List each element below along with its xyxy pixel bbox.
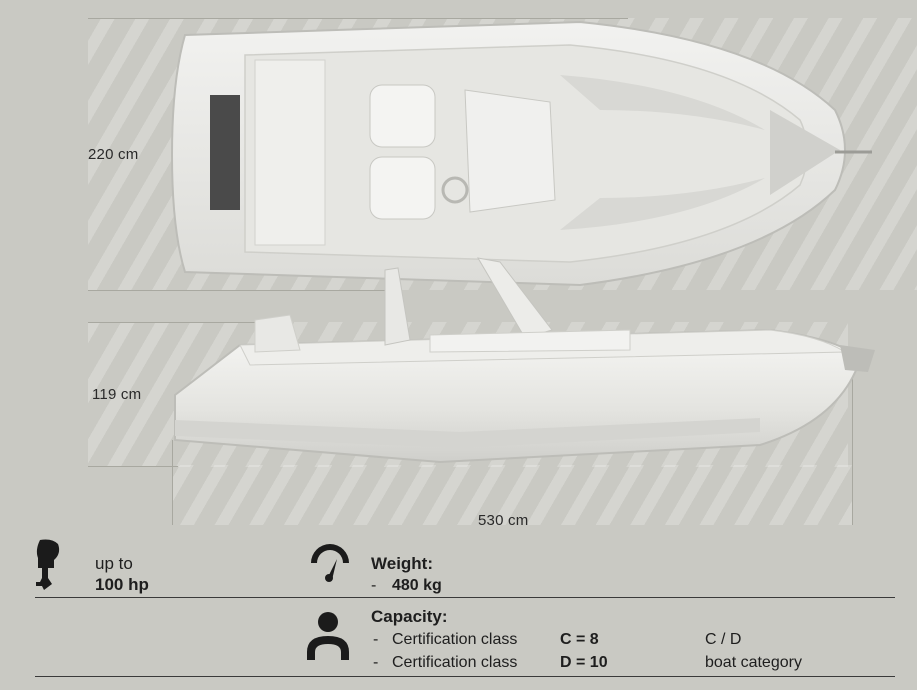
boat-category-code: C / D — [705, 631, 742, 648]
top-guide-line — [88, 18, 628, 19]
gauge-icon — [311, 544, 349, 582]
boat-category-label: boat category — [705, 654, 802, 671]
capacity-item-2-dash: - — [373, 654, 379, 671]
spec-divider-2 — [35, 676, 895, 677]
capacity-item-2-value: D = 10 — [560, 654, 608, 671]
side-bottom-guide-line — [88, 466, 178, 467]
weight-heading: Weight: — [371, 554, 434, 573]
capacity-item-1-label: Certification class — [392, 631, 518, 648]
engine-line-1: up to — [95, 554, 133, 573]
capacity-item-1-value: C = 8 — [560, 631, 599, 648]
capacity-item-2-label: Certification class — [392, 654, 518, 671]
person-icon — [307, 612, 349, 660]
spec-divider-1 — [35, 597, 895, 598]
weight-value: 480 kg — [392, 577, 442, 594]
height-dimension-label: 119 cm — [92, 386, 142, 403]
capacity-item-1-dash: - — [373, 631, 379, 648]
engine-line-2: 100 hp — [95, 575, 149, 594]
width-dimension-label: 220 cm — [88, 146, 139, 163]
side-top-guide-line — [88, 322, 268, 323]
length-dimension-label: 530 cm — [478, 512, 529, 529]
top-bottom-guide-line — [88, 290, 388, 291]
length-hatch — [172, 465, 852, 525]
weight-dash: - — [371, 577, 377, 594]
top-view-boat — [170, 20, 872, 287]
length-left-guide — [172, 440, 173, 525]
outboard-motor-icon — [36, 539, 60, 590]
capacity-heading: Capacity: — [371, 607, 448, 626]
length-right-guide — [852, 370, 853, 525]
side-view-boat — [174, 257, 875, 464]
